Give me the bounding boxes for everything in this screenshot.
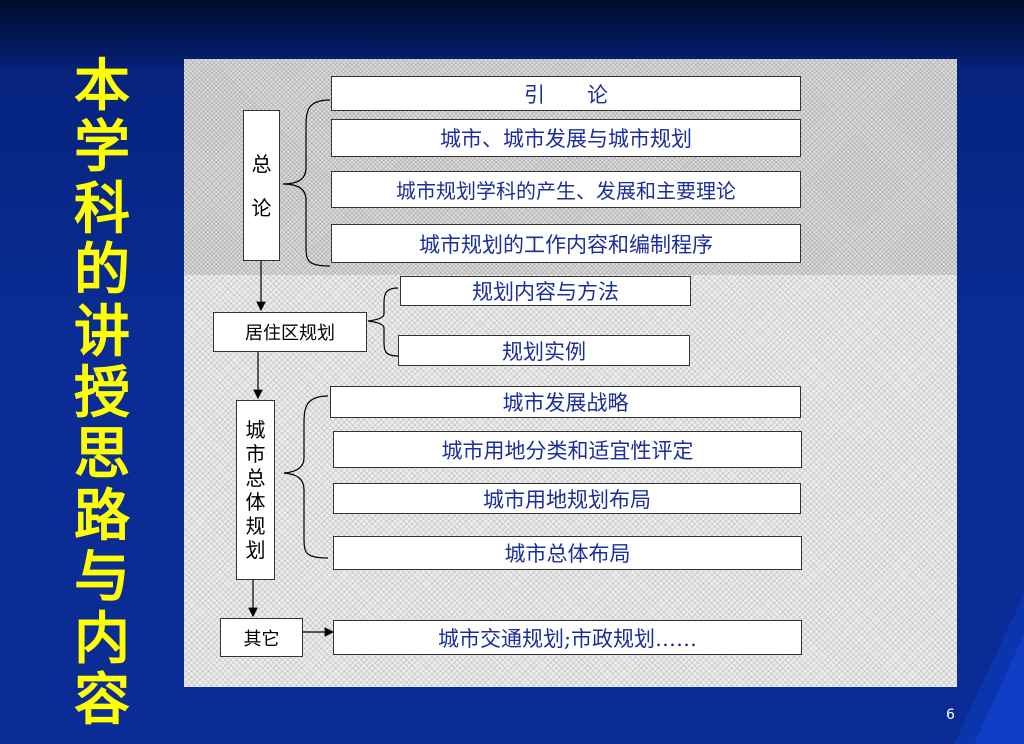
- topic-yongdi-buju: 城市用地规划布局: [333, 483, 801, 514]
- group-label-zonglun: 总 论: [243, 110, 280, 261]
- group-label-qita: 其它: [220, 618, 303, 657]
- brace-zongti: [283, 395, 329, 559]
- corner-decoration: [954, 594, 1024, 744]
- brace-juzhu: [367, 287, 399, 357]
- topic-jiaotong: 城市交通规划;市政规划……: [333, 620, 802, 655]
- group-label-juzhu: 居住区规划: [213, 312, 367, 352]
- group-label-zongti: 城 市 总 体 规 划: [236, 400, 275, 580]
- page-number: 6: [946, 707, 955, 723]
- topic-gongzuo: 城市规划的工作内容和编制程序: [331, 224, 801, 263]
- topic-chengshi-fazhan: 城市、城市发展与城市规划: [331, 119, 801, 157]
- brace-zonglun: [282, 99, 331, 267]
- topic-yongdi-fenlei: 城市用地分类和适宜性评定: [333, 431, 802, 468]
- topic-yinlun: 引 论: [331, 76, 801, 111]
- topic-shili: 规划实例: [398, 335, 690, 366]
- topic-zongti-buju: 城市总体布局: [333, 536, 802, 570]
- topic-xueke: 城市规划学科的产生、发展和主要理论: [331, 171, 801, 208]
- topic-zhanlue: 城市发展战略: [330, 386, 801, 418]
- topic-neirong: 规划内容与方法: [400, 276, 691, 306]
- page-title: 本学科的讲授思路与内容: [74, 54, 130, 734]
